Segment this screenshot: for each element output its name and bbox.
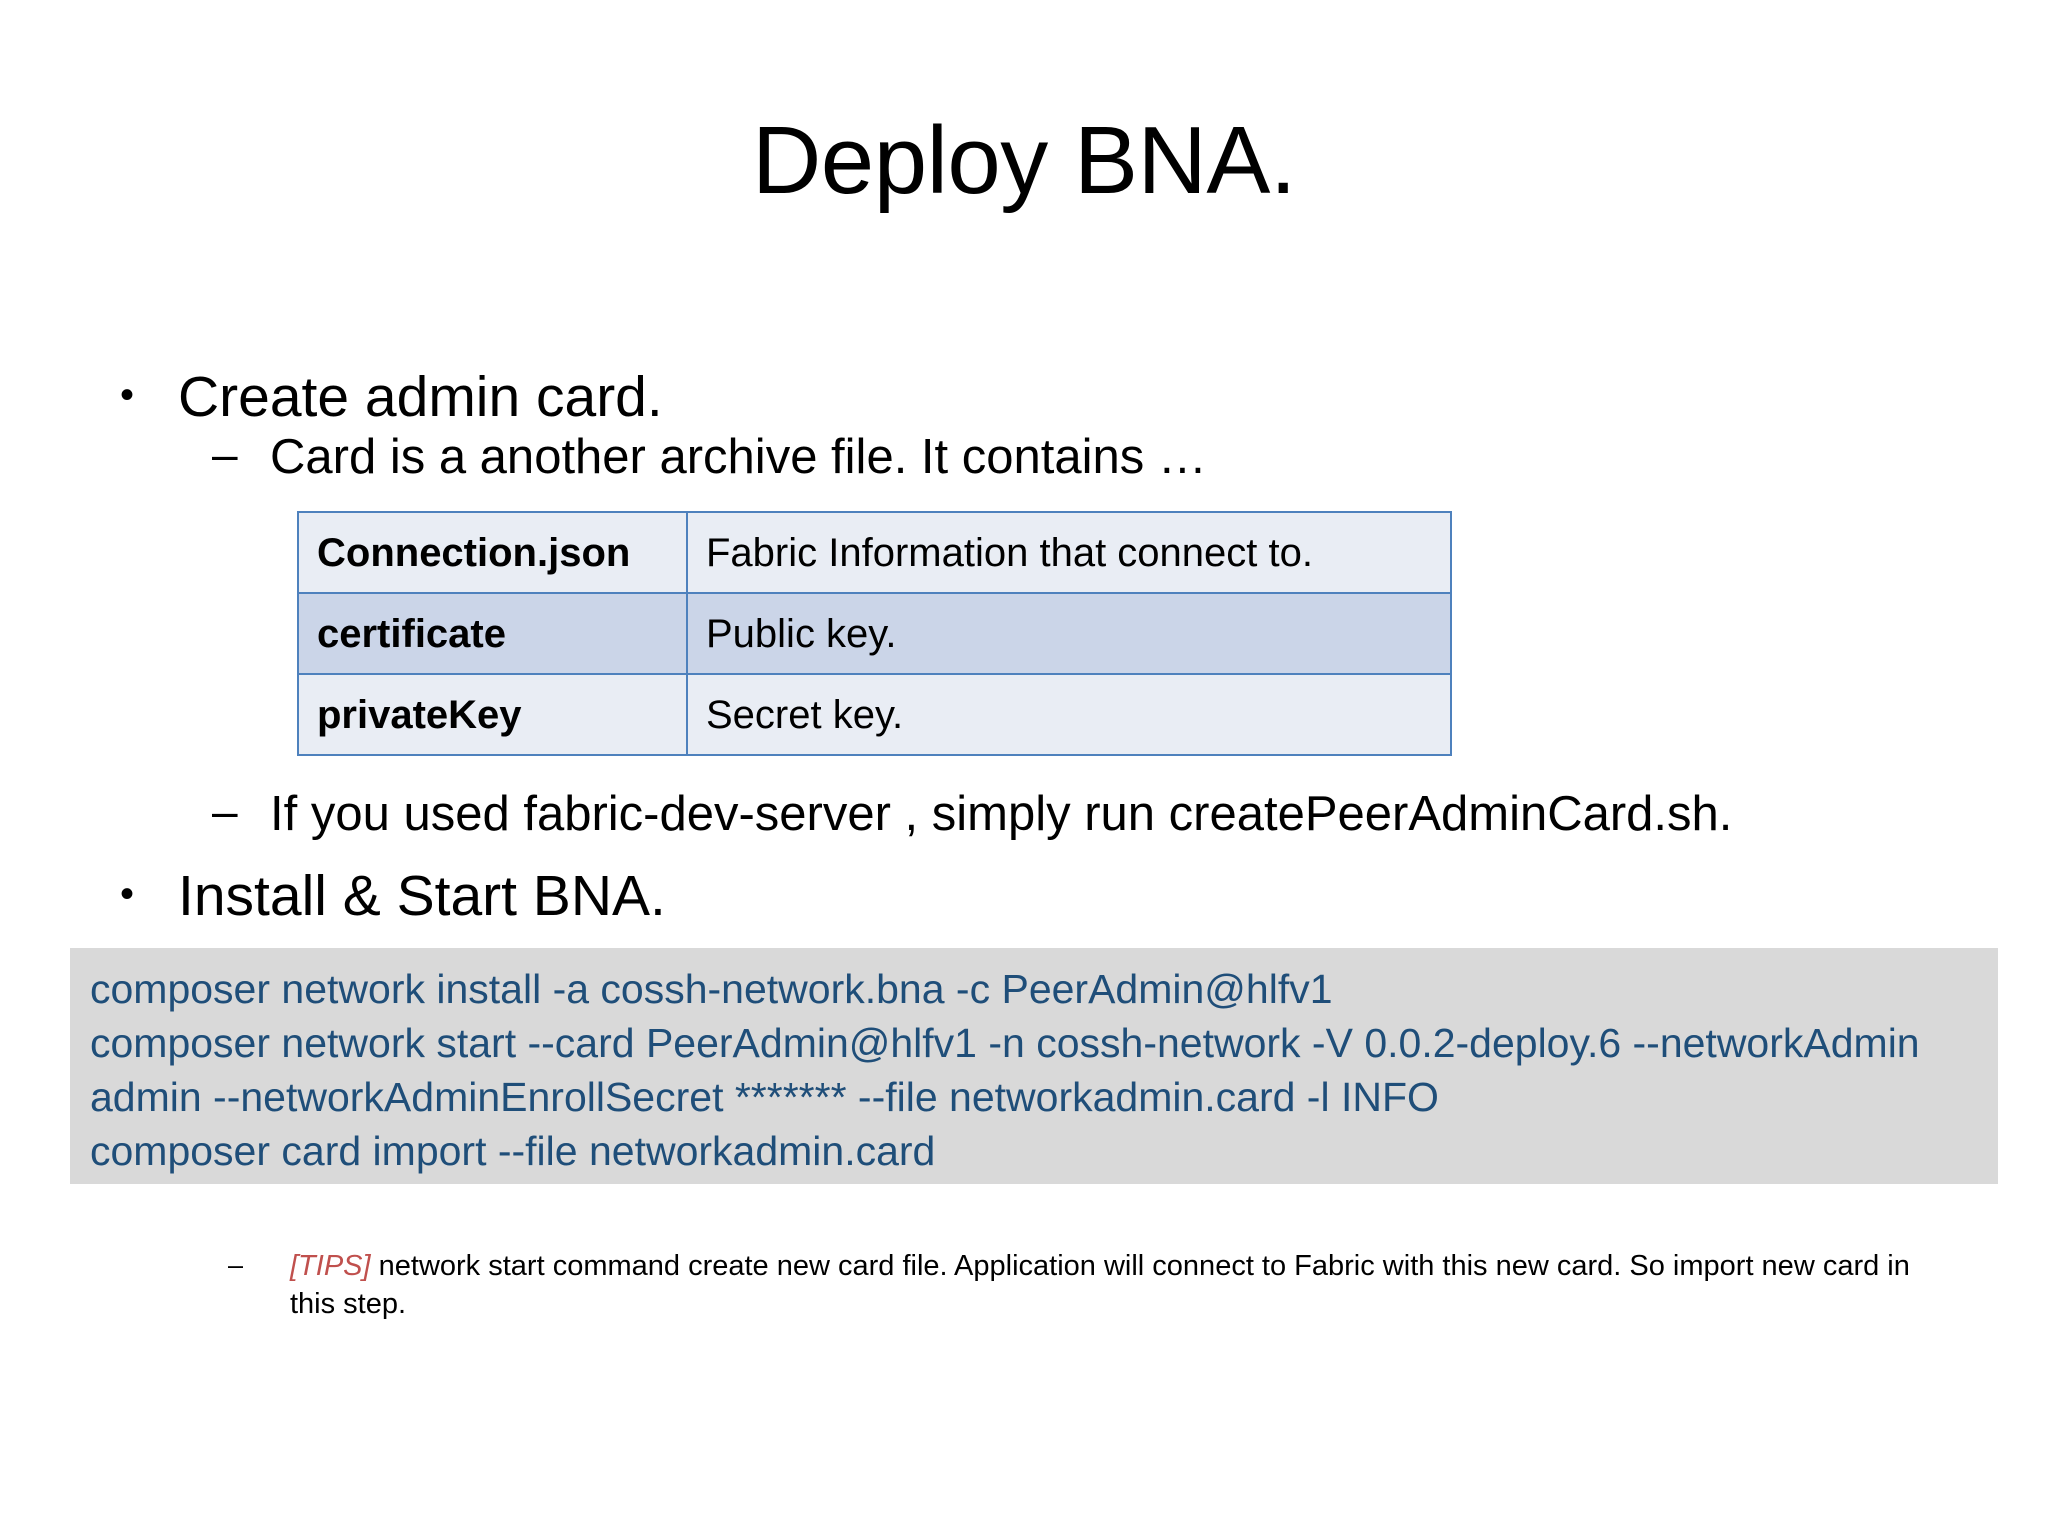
table-row: privateKey Secret key. xyxy=(297,673,1452,756)
table-cell-value: Public key. xyxy=(686,592,1452,675)
dash-glyph-icon: – xyxy=(212,785,238,837)
bullet-glyph-icon: • xyxy=(120,373,135,417)
bullet-install-start-bna: • Install & Start BNA. xyxy=(106,864,666,929)
table-cell-key: Connection.json xyxy=(297,511,688,594)
sub-bullet-fabric-dev-server: – If you used fabric-dev-server , simply… xyxy=(212,785,1733,842)
sub-bullet-label: Card is a another archive file. It conta… xyxy=(270,430,1207,484)
dash-glyph-icon: – xyxy=(228,1250,244,1280)
code-line: composer network install -a cossh-networ… xyxy=(90,966,1333,1012)
card-contents-table: Connection.json Fabric Information that … xyxy=(297,511,1452,756)
bullet-create-admin-card: • Create admin card. xyxy=(106,365,663,430)
code-line: admin --networkAdminEnrollSecret *******… xyxy=(90,1074,1439,1121)
bullet-label: Install & Start BNA. xyxy=(178,864,666,928)
table-cell-key: certificate xyxy=(297,592,688,675)
tips-note: – [TIPS] network start command create ne… xyxy=(228,1247,1950,1324)
table-cell-key: privateKey xyxy=(297,673,688,756)
tips-note-body: network start command create new card fi… xyxy=(290,1250,1910,1321)
code-line: composer card import --file networkadmin… xyxy=(90,1128,936,1175)
tips-tag-label: [TIPS] xyxy=(290,1250,371,1282)
bullet-glyph-icon: • xyxy=(120,872,135,916)
bullet-label: Create admin card. xyxy=(178,365,663,429)
tips-note-text: [TIPS] network start command create new … xyxy=(290,1247,1950,1324)
dash-glyph-icon: – xyxy=(212,428,238,480)
command-code-block: composer network install -a cossh-networ… xyxy=(70,948,1998,1184)
page-title: Deploy BNA. xyxy=(751,107,1297,214)
table-cell-value: Secret key. xyxy=(686,673,1452,756)
code-line: composer network start --card PeerAdmin@… xyxy=(90,1020,1920,1067)
sub-bullet-label: If you used fabric-dev-server , simply r… xyxy=(270,787,1733,841)
table-row: certificate Public key. xyxy=(297,592,1452,675)
table-row: Connection.json Fabric Information that … xyxy=(297,511,1452,594)
sub-bullet-card-archive: – Card is a another archive file. It con… xyxy=(212,428,1207,485)
table-cell-value: Fabric Information that connect to. xyxy=(686,511,1452,594)
